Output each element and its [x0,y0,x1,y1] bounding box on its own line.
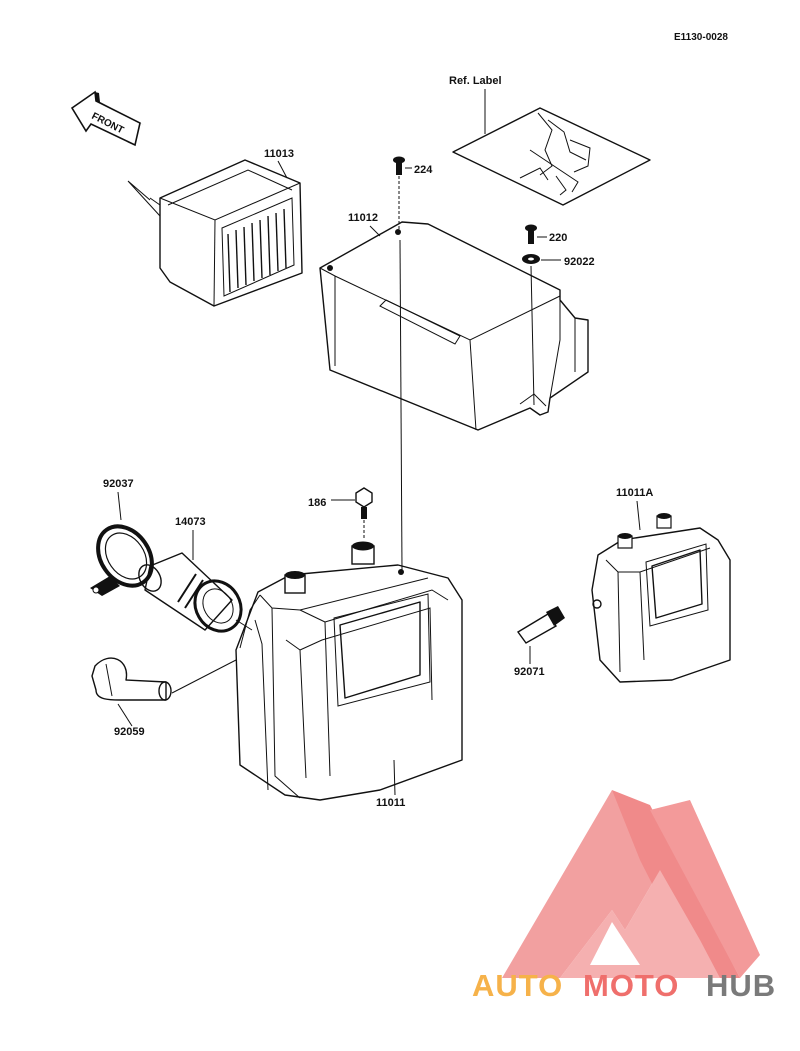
bolt-220-icon [525,224,537,244]
front-arrow-icon: FRONT [70,90,144,147]
assembly-line [399,239,403,571]
label-186: 186 [308,497,326,509]
label-11011: 11011 [376,797,405,809]
label-92071: 92071 [514,666,545,678]
ref-label-text: Ref. Label [449,75,502,87]
watermark-auto: AUTO [472,968,563,1003]
watermark-moto: MOTO [583,968,679,1003]
label-11013: 11013 [264,148,294,160]
air-box-11011A [591,513,731,683]
bolt-92071-icon [516,606,565,644]
label-92022: 92022 [564,256,595,268]
label-11011A: 11011A [616,487,653,499]
air-box-11011 [235,541,463,801]
drain-hose-92059 [91,657,172,701]
label-14073: 14073 [175,516,206,528]
intake-duct-14073 [138,552,243,633]
label-92059: 92059 [114,726,145,738]
label-11012: 11012 [348,212,378,224]
air-box-cover [319,221,589,431]
label-220: 220 [549,232,567,244]
label-224: 224 [414,164,433,176]
watermark-hub: HUB [706,968,776,1003]
bolt-186-icon [355,487,373,519]
washer-92022-icon [522,254,540,264]
air-filter-element [127,159,303,307]
automotohub-logo: AUTO MOTO HUB [472,790,776,1003]
screw-224-icon [393,156,405,175]
clamp-92037-icon [90,524,154,596]
label-92037: 92037 [103,478,134,490]
diagram-code: E1130-0028 [674,32,728,43]
ref-label-plate [452,107,651,206]
